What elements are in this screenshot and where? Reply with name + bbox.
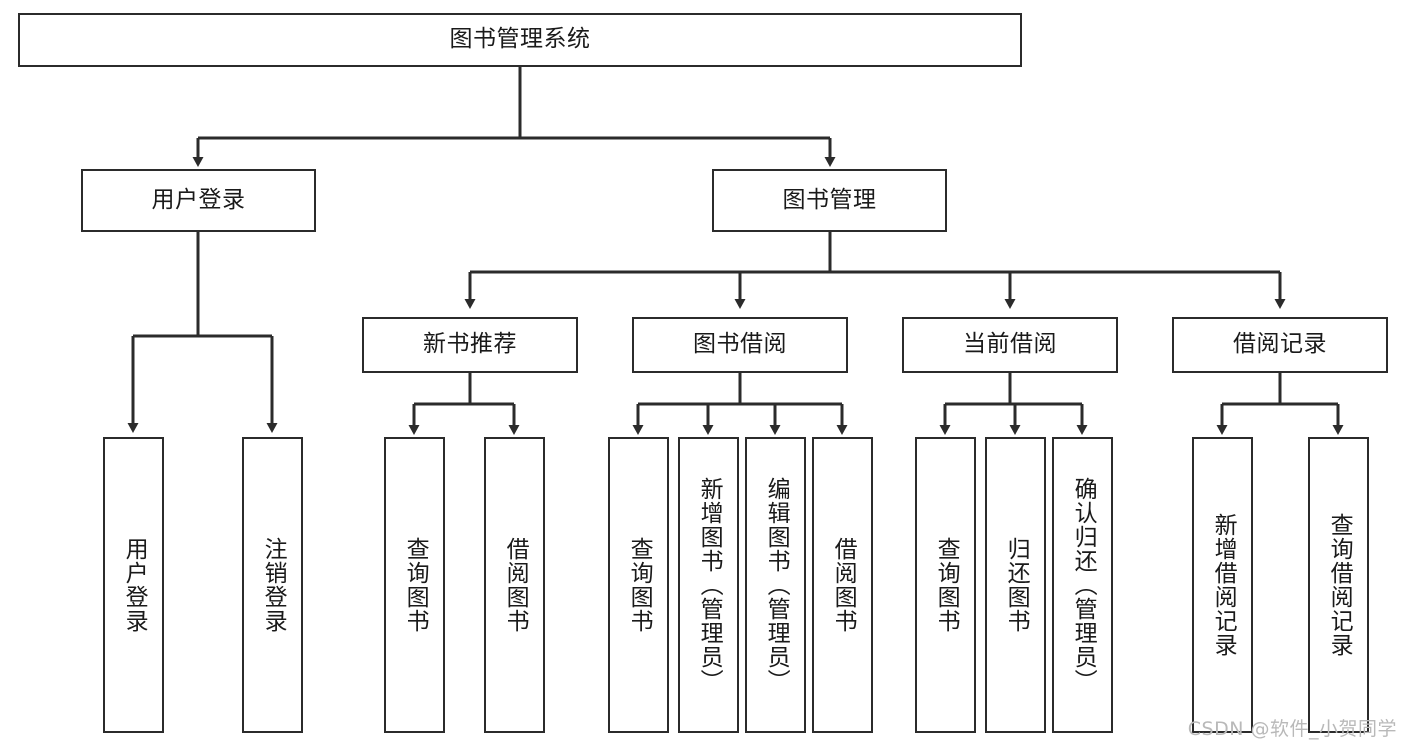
node-label: 确认归还（管理员） [1070, 477, 1097, 693]
node-label: 借阅图书 [830, 537, 857, 633]
leaf-book-borrow-query[interactable]: 查询图书 [608, 437, 669, 733]
leaf-user-login-logout[interactable]: 注销登录 [242, 437, 303, 733]
node-label: 图书管理系统 [449, 26, 591, 53]
leaf-current-borrow-query[interactable]: 查询图书 [915, 437, 976, 733]
node-borrow-record[interactable]: 借阅记录 [1172, 317, 1388, 373]
node-label: 查询图书 [933, 537, 960, 633]
leaf-book-borrow-borrow[interactable]: 借阅图书 [812, 437, 873, 733]
node-label: 新增借阅记录 [1210, 513, 1237, 657]
leaf-user-login-login[interactable]: 用户登录 [103, 437, 164, 733]
leaf-book-borrow-edit-admin[interactable]: 编辑图书（管理员） [745, 437, 806, 733]
node-book-borrow[interactable]: 图书借阅 [632, 317, 848, 373]
leaf-borrow-record-query[interactable]: 查询借阅记录 [1308, 437, 1369, 733]
node-label: 查询图书 [626, 537, 653, 633]
leaf-current-borrow-confirm-admin[interactable]: 确认归还（管理员） [1052, 437, 1113, 733]
node-root-book-management-system[interactable]: 图书管理系统 [18, 13, 1022, 67]
leaf-current-borrow-return[interactable]: 归还图书 [985, 437, 1046, 733]
node-label: 借阅记录 [1233, 331, 1327, 358]
node-book-management[interactable]: 图书管理 [712, 169, 947, 232]
node-label: 当前借阅 [963, 331, 1057, 358]
node-label: 图书借阅 [693, 331, 787, 358]
leaf-book-borrow-add-admin[interactable]: 新增图书（管理员） [678, 437, 739, 733]
leaf-borrow-record-add[interactable]: 新增借阅记录 [1192, 437, 1253, 733]
leaf-new-book-borrow[interactable]: 借阅图书 [484, 437, 545, 733]
node-label: 注销登录 [260, 537, 287, 633]
node-label: 用户登录 [121, 537, 148, 633]
node-label: 新增图书（管理员） [696, 477, 723, 693]
node-label: 编辑图书（管理员） [763, 477, 790, 693]
node-label: 查询借阅记录 [1326, 513, 1353, 657]
node-user-login[interactable]: 用户登录 [81, 169, 316, 232]
node-new-book-recommend[interactable]: 新书推荐 [362, 317, 578, 373]
node-current-borrow[interactable]: 当前借阅 [902, 317, 1118, 373]
leaf-new-book-query[interactable]: 查询图书 [384, 437, 445, 733]
node-label: 用户登录 [151, 186, 246, 213]
node-label: 新书推荐 [423, 331, 517, 358]
watermark: CSDN @软件_小贺同学 [1187, 718, 1397, 740]
node-label: 图书管理 [782, 186, 877, 213]
node-label: 归还图书 [1003, 537, 1030, 633]
node-label: 查询图书 [402, 537, 429, 633]
node-label: 借阅图书 [502, 537, 529, 633]
